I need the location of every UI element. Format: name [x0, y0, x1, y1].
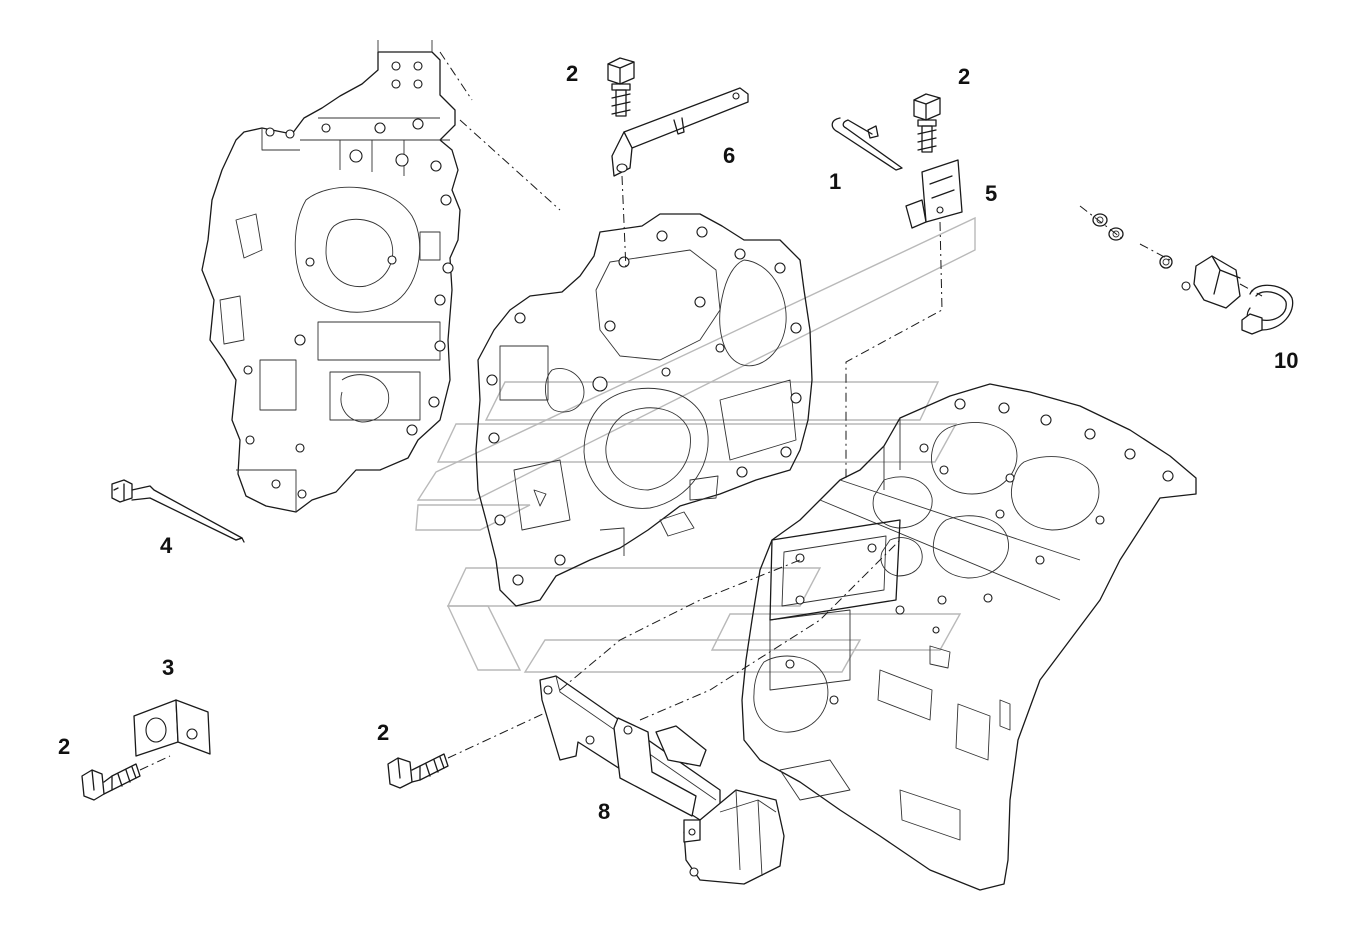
part-3-bracket	[133, 699, 211, 757]
part-4-sensor-rod	[111, 479, 245, 543]
part-2-bolt-top-left	[607, 57, 635, 117]
callout-6: 6	[723, 143, 736, 168]
part-2-bolt-bottom-left	[81, 755, 171, 801]
callout-4: 4	[160, 533, 173, 558]
callout-8: 8	[598, 799, 611, 824]
part-6-bracket	[611, 87, 749, 271]
callout-5: 5	[985, 181, 998, 206]
part-8-cover	[539, 539, 901, 885]
callout-2-top-left: 2	[566, 61, 579, 86]
part-10-sensor	[1079, 205, 1294, 335]
part-1-clip	[831, 117, 903, 171]
watermark-logo	[415, 216, 976, 673]
callout-1: 1	[829, 169, 842, 194]
engine-block	[741, 383, 1197, 891]
callout-2-top-right: 2	[958, 64, 971, 89]
timing-case-center	[475, 213, 813, 607]
callout-2-bottom-mid: 2	[377, 720, 390, 745]
callout-2-bottom-left: 2	[58, 734, 71, 759]
timing-cover-left	[201, 40, 561, 513]
callout-10: 10	[1274, 348, 1299, 373]
part-2-bolt-bottom-mid	[387, 705, 561, 789]
gasket-plate	[769, 519, 901, 621]
part-2-bolt-top-right	[913, 93, 941, 153]
part-5-bracket	[845, 159, 963, 480]
callout-3: 3	[162, 655, 175, 680]
